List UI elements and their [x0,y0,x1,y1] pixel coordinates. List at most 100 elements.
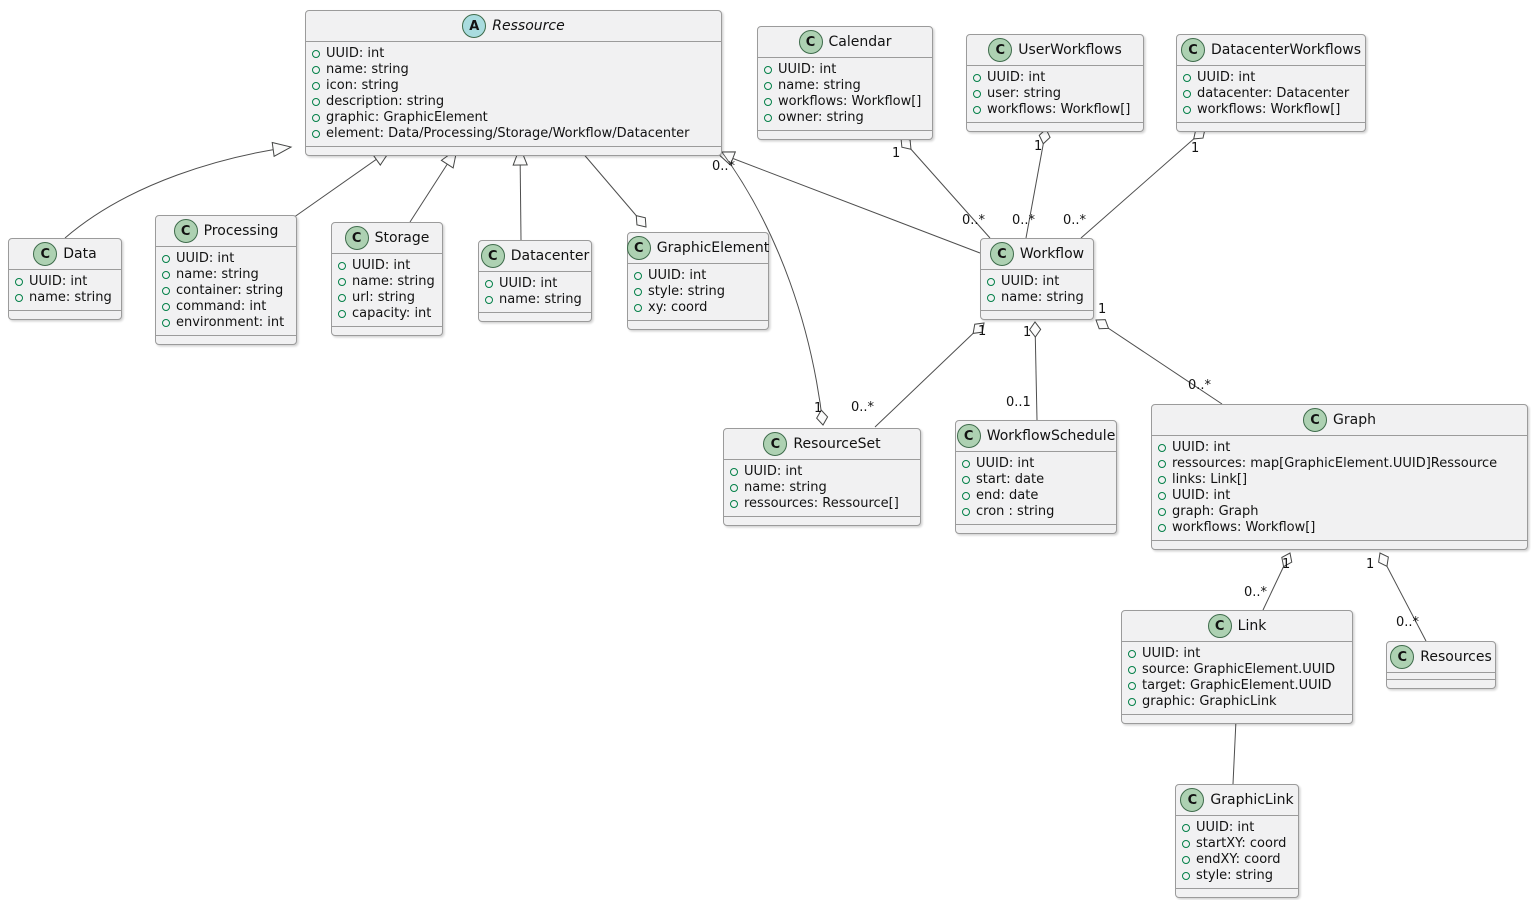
field-visibility-icon [962,460,970,468]
class-attribute: UUID: int [973,70,1135,86]
field-visibility-icon [312,50,320,58]
class-name: DatacenterWorkflows [1210,42,1362,58]
class-attribute: startXY: coord [1182,836,1290,852]
attribute-text: name: string [744,480,827,495]
attribute-text: element: Data/Processing/Storage/Workflo… [326,126,690,141]
class-title: C Processing [156,216,296,247]
class-data: C Data UUID: int name: string [8,238,122,320]
attribute-text: name: string [499,292,582,307]
multiplicity-label: 1 [978,324,987,339]
class-attribute: UUID: int [634,268,760,284]
class-graphiclink: C GraphicLink UUID: int startXY: coord e… [1175,784,1299,898]
attribute-text: UUID: int [1172,440,1231,455]
field-visibility-icon [634,288,642,296]
field-visibility-icon [312,114,320,122]
class-name: UserWorkflows [1018,42,1122,58]
edge-workflow-ressource-generalization [714,151,981,254]
class-attribute: graphic: GraphicElement [312,110,713,126]
class-attribute: UUID: int [338,258,434,274]
class-name: Datacenter [510,248,590,264]
class-name: Link [1237,618,1267,634]
class-name: Graph [1333,412,1376,428]
class-attribute: workflows: Workflow[] [764,94,924,110]
class-attribute: xy: coord [634,300,760,316]
field-visibility-icon [1128,698,1136,706]
class-name: WorkflowSchedule [986,428,1116,444]
attribute-text: workflows: Workflow[] [1172,520,1316,535]
class-title: C Storage [332,223,442,254]
attributes-section [1387,673,1495,680]
attributes-section: UUID: int source: GraphicElement.UUID ta… [1122,642,1352,715]
class-resources: C Resources [1386,641,1496,689]
attribute-text: workflows: Workflow[] [987,102,1131,117]
field-visibility-icon [312,130,320,138]
class-attribute: UUID: int [312,46,713,62]
attribute-text: UUID: int [976,456,1035,471]
attributes-section: UUID: int startXY: coord endXY: coord st… [1176,816,1298,889]
field-visibility-icon [1158,476,1166,484]
class-attribute: ressources: map[GraphicElement.UUID]Ress… [1158,456,1519,472]
class-attribute: workflows: Workflow[] [1158,520,1519,536]
abstract-class-icon: A [462,14,487,38]
attribute-text: source: GraphicElement.UUID [1142,662,1336,677]
class-attribute: container: string [162,283,288,299]
attribute-text: UUID: int [176,251,235,266]
field-visibility-icon [973,74,981,82]
class-attribute: UUID: int [1182,820,1290,836]
class-icon: C [1390,645,1415,669]
attribute-text: UUID: int [326,46,385,61]
class-icon: C [33,242,58,266]
methods-section [967,123,1143,131]
methods-section [9,311,121,319]
attribute-text: name: string [176,267,259,282]
class-attribute: start: date [962,472,1108,488]
attributes-section: UUID: int name: string icon: string desc… [306,42,721,147]
class-attribute: UUID: int [1158,440,1519,456]
edge-graph-workflow-aggregation [1095,319,1223,405]
attributes-section: UUID: int name: string ressources: Resso… [724,460,920,517]
field-visibility-icon [987,278,995,286]
class-attribute: icon: string [312,78,713,94]
attribute-text: icon: string [326,78,399,93]
class-datacenterworkflows: C DatacenterWorkflows UUID: int datacent… [1176,34,1366,132]
methods-section [479,313,591,321]
class-attribute: element: Data/Processing/Storage/Workflo… [312,126,713,142]
attribute-text: UUID: int [1197,70,1256,85]
attribute-text: graphic: GraphicElement [326,110,488,125]
class-attribute: capacity: int [338,306,434,322]
attribute-text: style: string [1196,868,1274,883]
multiplicity-label: 1 [1034,139,1043,154]
class-title: C Link [1122,611,1352,642]
field-visibility-icon [730,468,738,476]
field-visibility-icon [764,82,772,90]
class-title: C Datacenter [479,241,591,272]
field-visibility-icon [338,310,346,318]
attribute-text: UUID: int [499,276,558,291]
attribute-text: owner: string [778,110,864,125]
attribute-text: UUID: int [1001,274,1060,289]
attribute-text: start: date [976,472,1045,487]
class-icon: C [1180,38,1205,62]
field-visibility-icon [162,319,170,327]
field-visibility-icon [338,262,346,270]
attributes-section: UUID: int name: string [981,270,1093,311]
attribute-text: graph: Graph [1172,504,1259,519]
attribute-text: UUID: int [1172,488,1231,503]
class-attribute: UUID: int [730,464,912,480]
edge-storage-ressource-generalization [409,147,458,223]
field-visibility-icon [730,500,738,508]
field-visibility-icon [312,82,320,90]
class-attribute: workflows: Workflow[] [973,102,1135,118]
field-visibility-icon [1182,856,1190,864]
class-icon: C [763,432,788,456]
attribute-text: name: string [1001,290,1084,305]
attribute-text: graphic: GraphicLink [1142,694,1277,709]
field-visibility-icon [1182,840,1190,848]
attribute-text: endXY: coord [1196,852,1281,867]
class-attribute: environment: int [162,315,288,331]
multiplicity-label: 1 [814,401,823,416]
field-visibility-icon [162,287,170,295]
attribute-text: name: string [29,290,112,305]
class-name: Workflow [1019,246,1085,262]
